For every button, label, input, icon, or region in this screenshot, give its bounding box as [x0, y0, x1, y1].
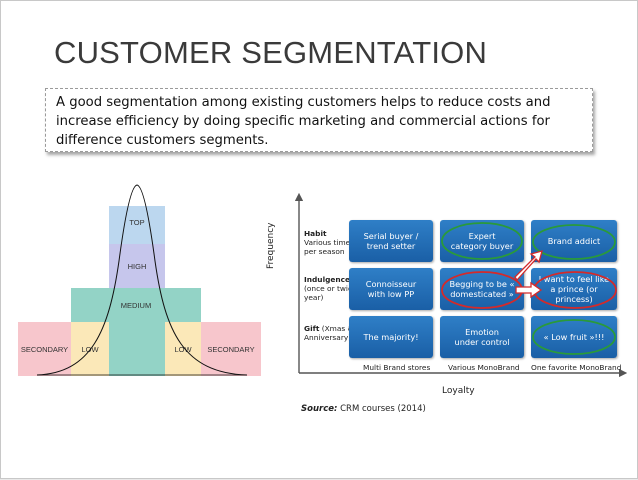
source-citation: Source: CRM courses (2014): [301, 404, 426, 414]
row-label-gift: Gift (Xmas & Anniversary): [304, 324, 354, 342]
row-label-habit: Habit Various times per season: [304, 229, 355, 256]
segment-secondary-left: SECONDARY: [18, 322, 71, 376]
matrix-cell-majority: The majority!: [349, 316, 433, 358]
segment-secondary-right: SECONDARY: [201, 322, 261, 376]
matrix-cell-connoisseur: Connoisseur with low PP: [349, 268, 433, 310]
segment-medium-base: [109, 322, 165, 376]
matrix-cell-serial-buyer: Serial buyer / trend setter: [349, 220, 433, 262]
matrix-cell-expert-buyer: Expert category buyer: [440, 220, 524, 262]
column-label-various-monobrand: Various MonoBrand: [448, 363, 520, 372]
highlight-begging: [441, 271, 523, 309]
arrow-to-brand-addict: [514, 250, 543, 282]
highlight-brand-addict: [532, 224, 616, 260]
highlight-expert-buyer: [441, 222, 523, 260]
matrix-cell-emotion-control: Emotion under control: [440, 316, 524, 358]
arrow-to-prince: [515, 281, 543, 299]
segment-medium: MEDIUM: [71, 288, 201, 322]
matrix-cell-low-fruit: « Low fruit »!!!: [531, 316, 617, 358]
segment-low-right: LOW: [165, 322, 201, 376]
x-axis-label: Loyalty: [442, 386, 475, 396]
column-label-favorite-monobrand: One favorite MonoBrand: [531, 363, 622, 372]
row-label-indulgence: Indulgence (once or twice a year): [304, 275, 364, 302]
intro-text-box: A good segmentation among existing custo…: [45, 88, 593, 152]
highlight-low-fruit: [532, 319, 616, 355]
segment-top: TOP: [109, 206, 165, 244]
column-label-multi-brand: Multi Brand stores: [363, 363, 431, 372]
page-title: CUSTOMER SEGMENTATION: [54, 35, 488, 70]
highlight-prince: [533, 271, 617, 309]
